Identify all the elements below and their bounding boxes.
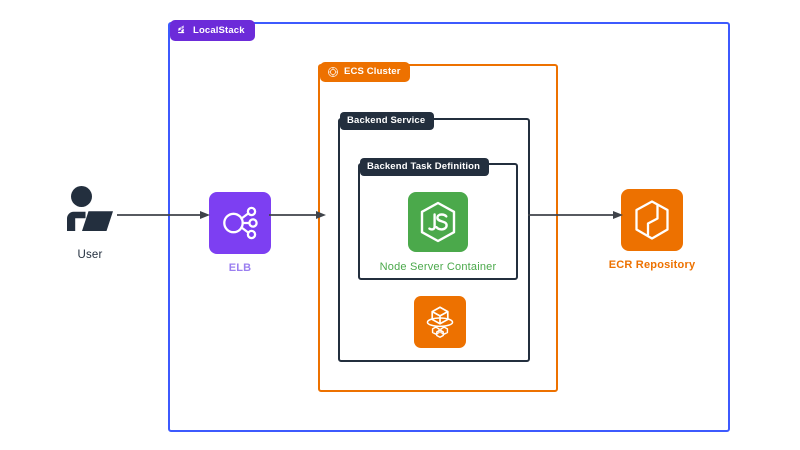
backend-service-badge-label: Backend Service bbox=[347, 115, 426, 126]
user-node: User bbox=[42, 183, 138, 261]
ecs-cluster-badge-label: ECS Cluster bbox=[344, 66, 401, 78]
arrow-elb-to-ecs-cluster bbox=[269, 208, 327, 220]
node-server-container-label: Node Server Container bbox=[379, 261, 497, 273]
elastic-load-balancer-icon bbox=[209, 192, 271, 254]
ecs-cluster-icon bbox=[327, 66, 339, 78]
ecr-cube-icon bbox=[621, 189, 683, 251]
elb-node: ELB bbox=[209, 192, 271, 274]
localstack-badge: LocalStack bbox=[170, 20, 255, 41]
nodejs-hexagon-icon bbox=[408, 192, 468, 252]
node-server-container-node: Node Server Container bbox=[380, 192, 496, 273]
backend-service-badge: Backend Service bbox=[340, 112, 435, 130]
user-at-laptop-icon bbox=[42, 183, 138, 239]
localstack-boundary-box bbox=[168, 22, 730, 432]
elb-node-label: ELB bbox=[228, 262, 252, 274]
ecs-cluster-badge: ECS Cluster bbox=[320, 62, 410, 82]
localstack-badge-label: LocalStack bbox=[193, 24, 245, 36]
backend-task-definition-badge-label: Backend Task Definition bbox=[367, 161, 481, 172]
user-node-label: User bbox=[77, 249, 103, 261]
ecs-task-node bbox=[414, 296, 466, 348]
ecs-container-service-icon bbox=[414, 296, 466, 348]
ecs-cluster-boundary-box bbox=[318, 64, 558, 392]
backend-task-definition-badge: Backend Task Definition bbox=[360, 158, 490, 176]
arrow-backend-service-to-ecr bbox=[528, 208, 624, 220]
arrow-user-to-elb bbox=[117, 208, 211, 220]
ecr-repository-node: ECR Repository bbox=[609, 189, 695, 271]
ecr-repository-label: ECR Repository bbox=[608, 259, 696, 271]
localstack-logo-icon bbox=[177, 25, 188, 36]
